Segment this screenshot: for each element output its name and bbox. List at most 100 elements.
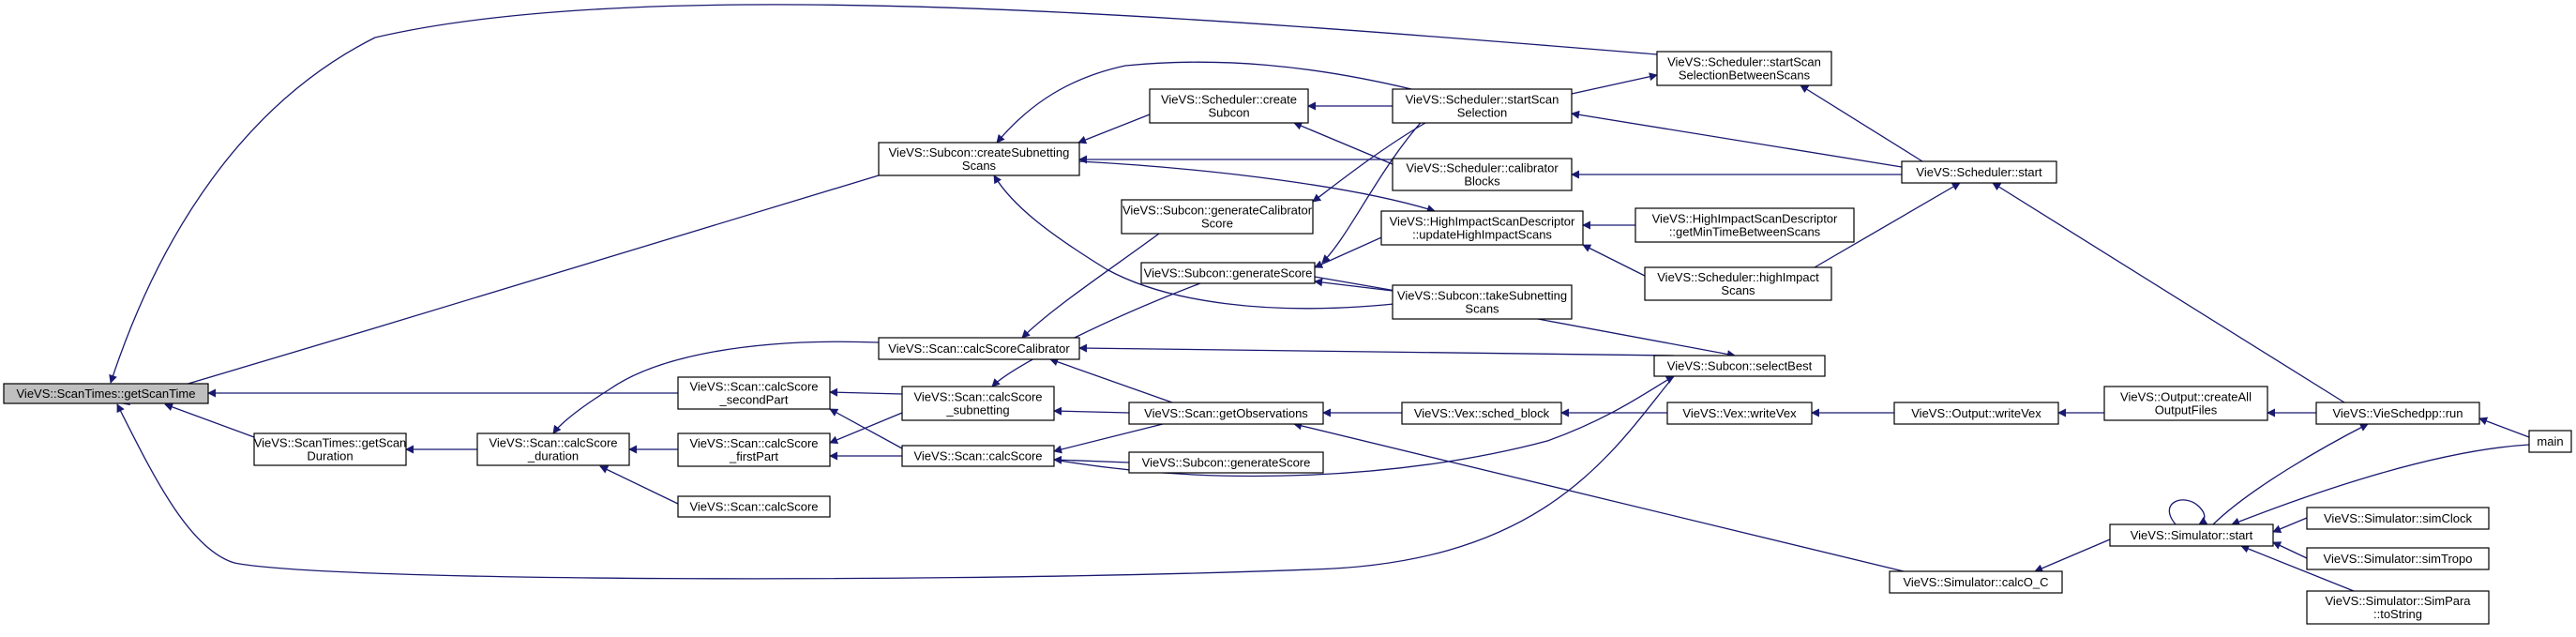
edge-calcscore1-selectbest bbox=[1053, 375, 1675, 478]
node-label-line: Selection bbox=[1457, 106, 1507, 120]
graph-node-get-observations[interactable]: VieVS::Scan::getObservations bbox=[1128, 402, 1324, 425]
node-label-line: VieVS::Scan::calcScore bbox=[913, 390, 1042, 404]
graph-node-select-best[interactable]: VieVS::Subcon::selectBest bbox=[1653, 355, 1826, 377]
node-box bbox=[2528, 430, 2572, 453]
node-box bbox=[1401, 402, 1562, 425]
graph-node-calc-score-first-part[interactable]: VieVS::Scan::calcScore_firstPart bbox=[677, 432, 831, 467]
edge-calcscore2-calcscoreduration bbox=[599, 465, 679, 505]
edge-calibratorblocks-createsubcon bbox=[1293, 121, 1393, 165]
node-label-line: OutputFiles bbox=[2155, 403, 2218, 417]
node-label-line: VieVS::Simulator::calcO_C bbox=[1903, 575, 2048, 589]
graph-node-sim-para-to-string[interactable]: VieVS::Simulator::SimPara::toString bbox=[2306, 590, 2490, 625]
node-box bbox=[1666, 402, 1813, 425]
node-box bbox=[677, 432, 831, 467]
node-box bbox=[1140, 262, 1316, 284]
graph-node-generate-score-2[interactable]: VieVS::Subcon::generateScore bbox=[1128, 451, 1324, 474]
node-label-line: Duration bbox=[307, 449, 353, 463]
edge-getscanduration-getscantime bbox=[164, 402, 255, 438]
node-label-line: _subnetting bbox=[945, 403, 1009, 417]
edge-simulatorstart-run bbox=[2212, 423, 2369, 525]
graph-node-generate-score-1[interactable]: VieVS::Subcon::generateScore bbox=[1140, 262, 1316, 284]
graph-node-simulator-start[interactable]: VieVS::Simulator::start bbox=[2109, 523, 2274, 547]
node-label-line: VieVS::Output::writeVex bbox=[1911, 406, 2041, 420]
node-label-line: VieVS::Subcon::takeSubnetting bbox=[1397, 289, 1567, 303]
edge-getobservations-calcscoresubnetting bbox=[1053, 406, 1130, 416]
edge-takesubnettingscans-generatescore1 bbox=[1314, 278, 1393, 292]
graph-node-write-vex-1[interactable]: VieVS::Vex::writeVex bbox=[1666, 402, 1813, 425]
node-box bbox=[3, 383, 209, 404]
graph-node-calc-score-duration[interactable]: VieVS::Scan::calcScore_duration bbox=[476, 432, 630, 466]
graph-node-sim-tropo[interactable]: VieVS::Simulator::simTropo bbox=[2306, 547, 2490, 570]
node-label-line: VieVS::Simulator::simTropo bbox=[2324, 552, 2473, 566]
edge-startscanselection-generatecalibratorscore bbox=[1312, 122, 1426, 203]
graph-node-calc-score-second-part[interactable]: VieVS::Scan::calcScore_secondPart bbox=[677, 376, 831, 410]
node-label-line: ::toString bbox=[2373, 607, 2422, 621]
node-label-line: VieVS::Scan::calcScore bbox=[689, 436, 818, 450]
node-label-line: VieVS::HighImpactScanDescriptor bbox=[1390, 215, 1575, 229]
node-label-line: VieVS::Subcon::generateScore bbox=[1142, 456, 1311, 470]
node-label-line: VieVS::Scan::calcScoreCalibrator bbox=[888, 341, 1070, 356]
node-box bbox=[878, 142, 1080, 176]
node-box bbox=[1392, 88, 1573, 124]
graph-node-sched-block[interactable]: VieVS::Vex::sched_block bbox=[1401, 402, 1562, 425]
graph-node-main[interactable]: main bbox=[2528, 430, 2572, 453]
node-box bbox=[1893, 402, 2059, 425]
node-box bbox=[677, 376, 831, 410]
node-box bbox=[878, 337, 1080, 360]
edge-createsubcon-createsubnettingscans bbox=[1077, 114, 1151, 144]
graph-node-get-scan-time[interactable]: VieVS::ScanTimes::getScanTime bbox=[3, 383, 209, 404]
graph-node-calc-score-subnetting[interactable]: VieVS::Scan::calcScore_subnetting bbox=[901, 386, 1055, 421]
edge-simulatorstart-self bbox=[2168, 499, 2208, 525]
node-label-line: _secondPart bbox=[719, 393, 789, 407]
edge-takesubnettingscans-selectbest bbox=[1537, 318, 1736, 358]
node-label-line: VieVS::Scheduler::calibrator bbox=[1406, 161, 1559, 175]
graph-node-calc-score-2[interactable]: VieVS::Scan::calcScore bbox=[677, 495, 831, 518]
node-box bbox=[1889, 570, 2063, 594]
edge-highimpactscans-updatehighimpactscans bbox=[1582, 244, 1646, 277]
node-box bbox=[1901, 160, 2057, 184]
edge-getobservations-calcscore1 bbox=[1053, 423, 1164, 454]
edge-calcscore1-calcscoresecondpart bbox=[829, 408, 903, 449]
graph-node-calc-score-calibrator[interactable]: VieVS::Scan::calcScoreCalibrator bbox=[878, 337, 1080, 360]
node-box bbox=[1634, 207, 1855, 243]
node-label-line: ::updateHighImpactScans bbox=[1412, 228, 1552, 242]
node-box bbox=[1392, 158, 1573, 191]
graph-node-calc-score-1[interactable]: VieVS::Scan::calcScore bbox=[901, 445, 1055, 467]
graph-node-sim-clock[interactable]: VieVS::Simulator::simClock bbox=[2306, 507, 2490, 530]
graph-node-get-min-time-between-scans[interactable]: VieVS::HighImpactScanDescriptor::getMinT… bbox=[1634, 207, 1855, 243]
node-label-line: VieVS::Scan::calcScore bbox=[913, 449, 1042, 463]
node-label-line: VieVS::Scheduler::create bbox=[1161, 93, 1297, 107]
node-box bbox=[901, 445, 1055, 467]
edge-schedulerstart-startscanselectionbetweenscans bbox=[1800, 84, 1923, 162]
node-box bbox=[1656, 51, 1832, 86]
graph-node-write-vex-2[interactable]: VieVS::Output::writeVex bbox=[1893, 402, 2059, 425]
graph-node-start-scan-selection-between-scans[interactable]: VieVS::Scheduler::startScanSelectionBetw… bbox=[1656, 51, 1832, 86]
node-label-line: Scans bbox=[1465, 302, 1499, 316]
node-label-line: Score bbox=[1201, 217, 1233, 231]
node-label-line: VieVS::Simulator::simClock bbox=[2324, 511, 2472, 525]
graph-node-calc-oc[interactable]: VieVS::Simulator::calcO_C bbox=[1889, 570, 2063, 594]
node-label-line: VieVS::Simulator::SimPara bbox=[2325, 594, 2471, 608]
edge-calcscoresubnetting-calcscorefirstpart bbox=[829, 412, 903, 445]
node-box bbox=[1149, 88, 1309, 124]
node-label-line: VieVS::Subcon::generateCalibrator bbox=[1122, 204, 1313, 218]
graph-node-run[interactable]: VieVS::VieSchedpp::run bbox=[2315, 402, 2480, 425]
node-box bbox=[2103, 386, 2268, 421]
node-label-line: VieVS::Scan::getObservations bbox=[1144, 406, 1308, 420]
graph-node-scheduler-start[interactable]: VieVS::Scheduler::start bbox=[1901, 160, 2057, 184]
edge-calcscoresubnetting-calcscoresecondpart bbox=[829, 387, 903, 397]
node-label-line: Scans bbox=[962, 159, 997, 173]
edge-calcscorecalibrator-calcscoreduration bbox=[552, 341, 880, 434]
edge-generatescore1-takesubnettingscans bbox=[1314, 276, 1408, 296]
edge-selectbest-getscantime bbox=[116, 375, 1675, 580]
graph-node-update-high-impact-scans[interactable]: VieVS::HighImpactScanDescriptor::updateH… bbox=[1380, 210, 1584, 246]
